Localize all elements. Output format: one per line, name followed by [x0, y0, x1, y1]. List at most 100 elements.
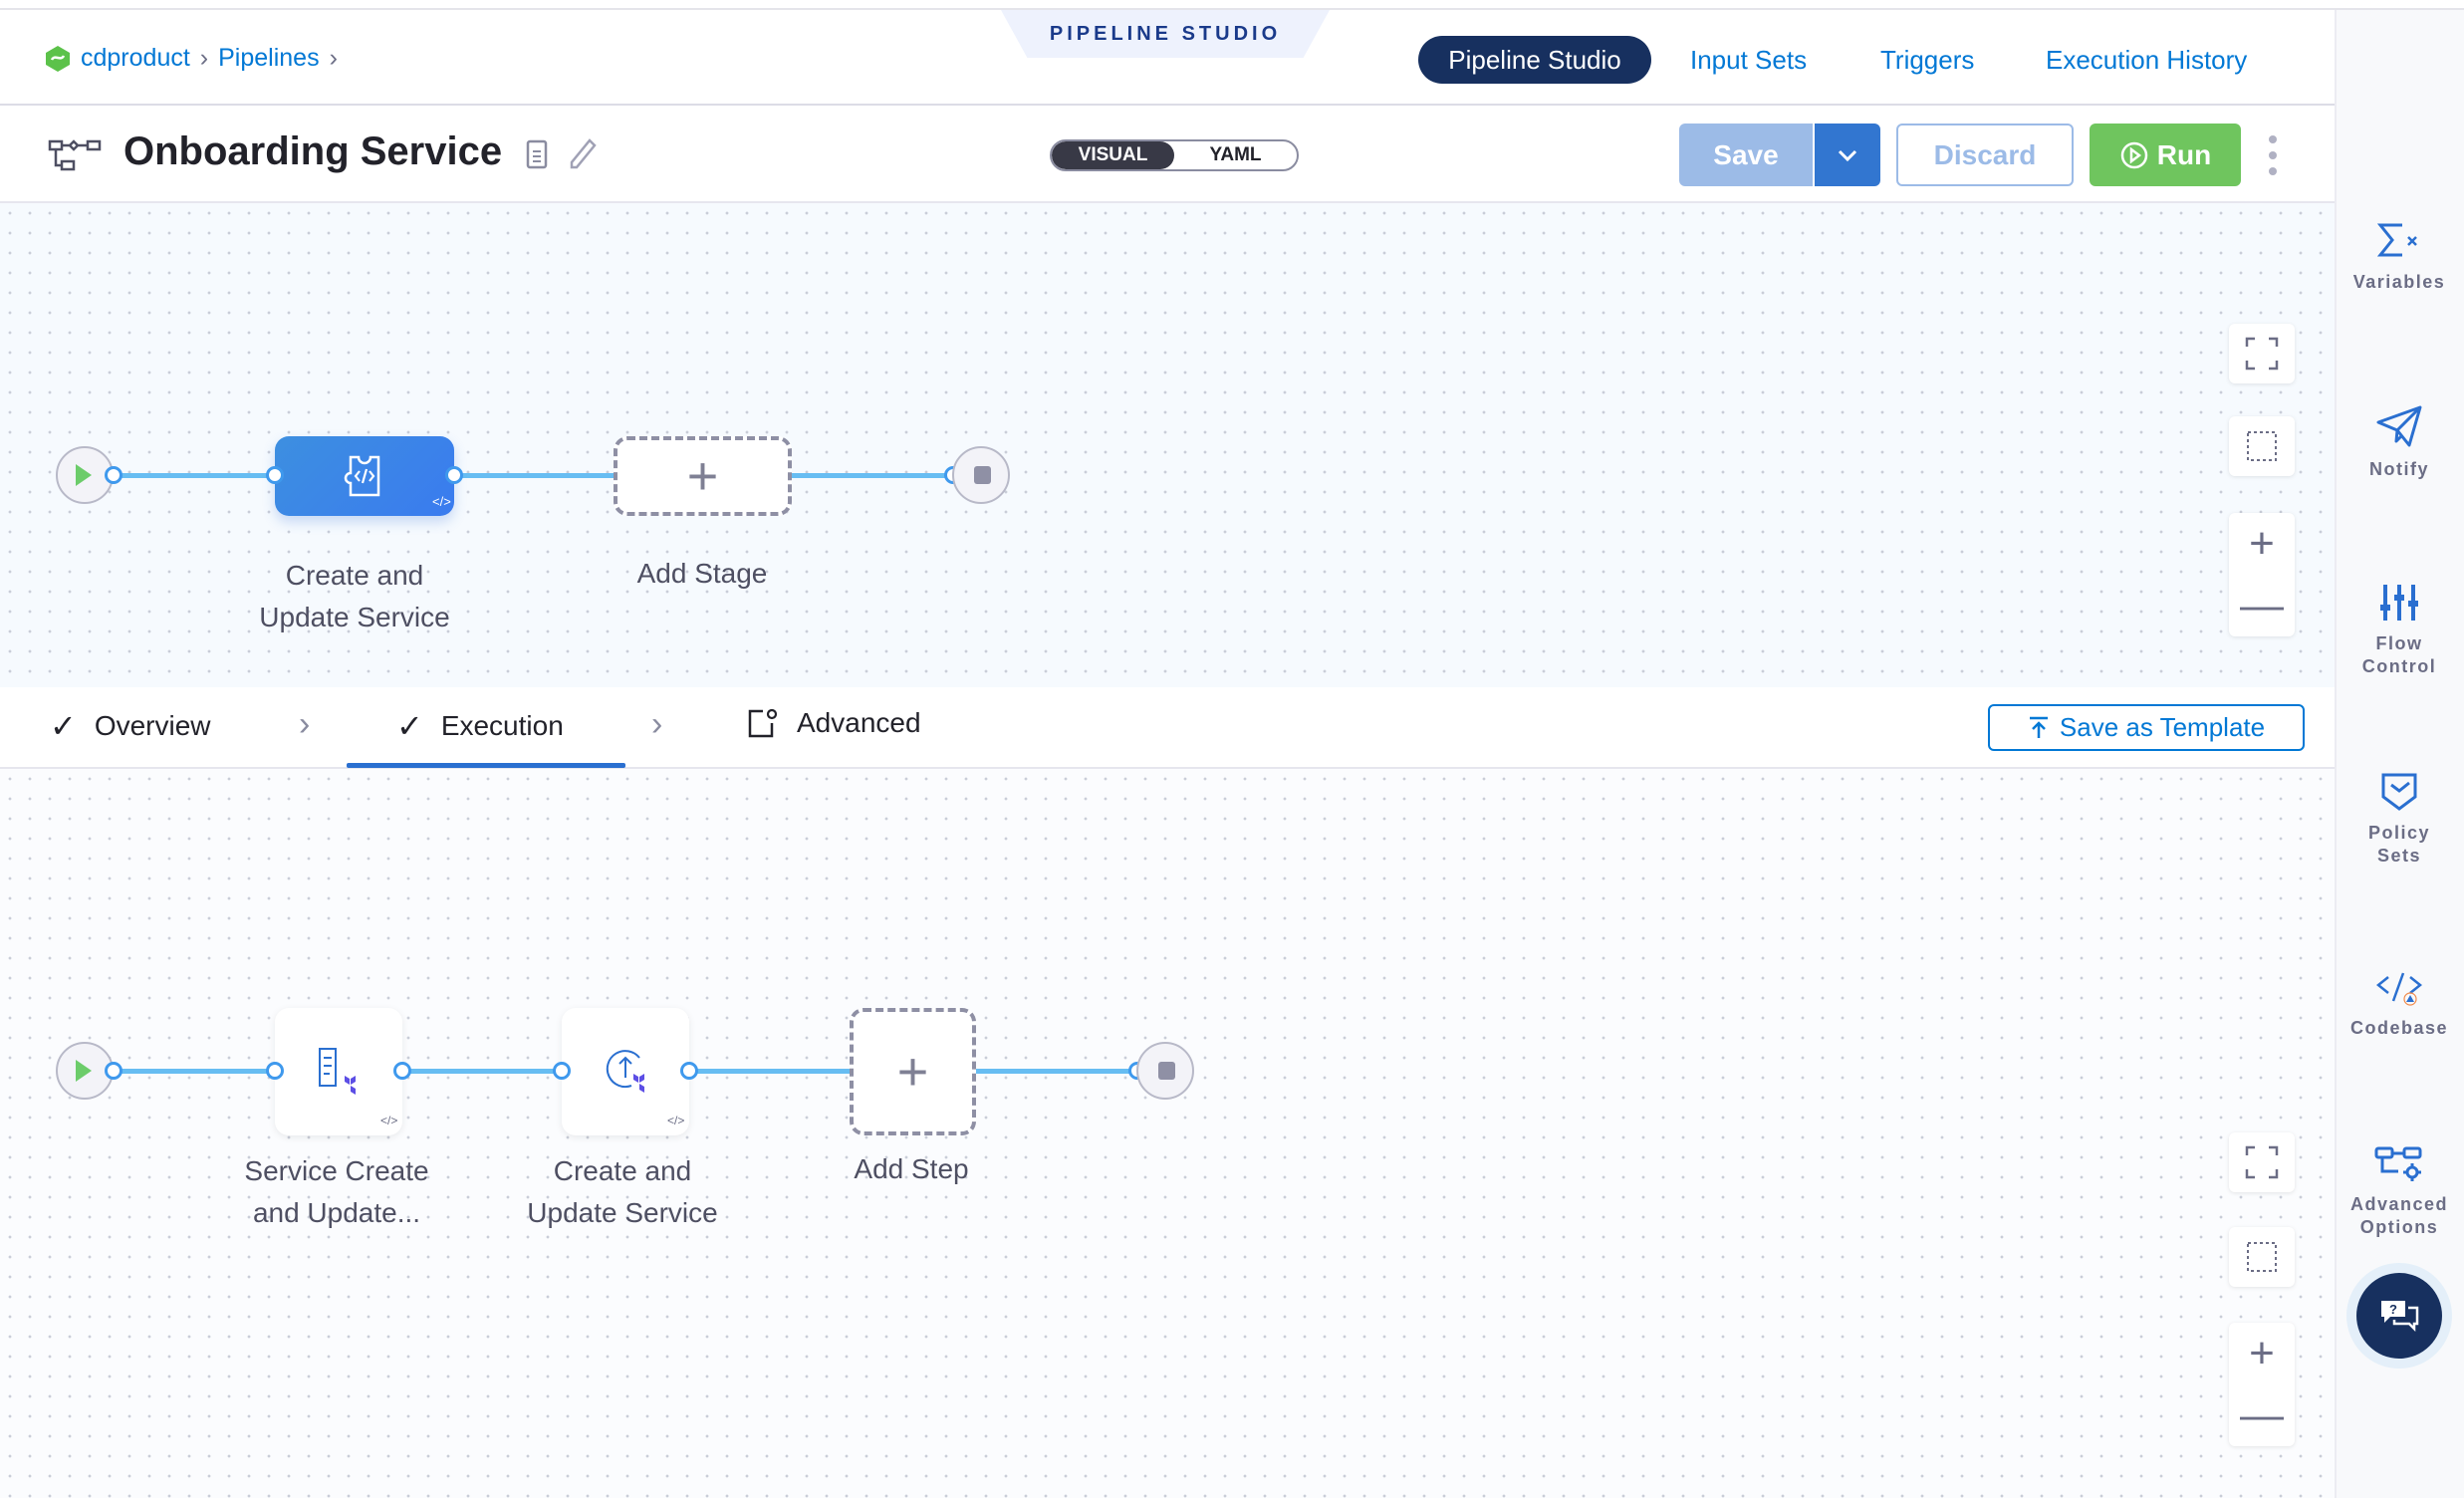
select-area-button[interactable] [2229, 1227, 2295, 1287]
add-stage-label: Add Stage [636, 558, 768, 589]
stop-icon [974, 466, 991, 484]
svg-text:?: ? [2389, 1302, 2397, 1317]
page-title: Onboarding Service [123, 129, 503, 173]
save-button[interactable]: Save [1679, 124, 1813, 186]
sliders-icon [2380, 585, 2418, 621]
step-node-service-create-and-update[interactable]: </> [275, 1008, 402, 1135]
marquee-icon [2247, 431, 2277, 461]
add-stage-button[interactable]: + [614, 436, 792, 516]
edge [792, 473, 953, 478]
window-top [0, 0, 2464, 10]
edge [976, 1069, 1137, 1074]
plus-icon: + [896, 1042, 929, 1102]
active-tab-indicator [347, 763, 625, 768]
zoom-in-button[interactable]: + [2249, 1329, 2275, 1377]
zoom-controls: +— [2229, 513, 2295, 636]
port [393, 1062, 411, 1080]
project-icon [46, 45, 70, 72]
code-icon [2376, 972, 2422, 1006]
toggle-visual[interactable]: VISUAL [1052, 141, 1174, 169]
chevron-right-icon: › [299, 705, 311, 743]
play-icon [76, 464, 92, 486]
port [266, 1062, 284, 1080]
port [445, 466, 463, 484]
select-area-button[interactable] [2229, 416, 2295, 476]
variables-icon [2376, 223, 2417, 257]
save-options-button[interactable] [1813, 124, 1880, 186]
edge [454, 473, 614, 478]
pipeline-icon [48, 139, 102, 171]
port [105, 1062, 123, 1080]
port [266, 466, 284, 484]
fit-to-screen-button[interactable] [2229, 1132, 2295, 1192]
execution-start-node [56, 1042, 114, 1100]
run-label: Run [2156, 138, 2212, 170]
edge [689, 1069, 850, 1074]
tab-execution-history[interactable]: Execution History [2046, 45, 2248, 75]
edge [114, 1069, 275, 1074]
chevron-right-icon: › [651, 705, 663, 743]
help-chat-button[interactable]: ? [2356, 1273, 2442, 1359]
advanced-settings-icon [748, 708, 778, 738]
play-circle-icon [2120, 141, 2148, 168]
port [105, 466, 123, 484]
custom-stage-icon [344, 455, 380, 497]
tab-advanced[interactable]: Advanced [747, 707, 921, 739]
check-icon: ✓ [50, 708, 77, 744]
edge [402, 1069, 562, 1074]
step-node-create-and-update-service[interactable]: </> [562, 1008, 689, 1135]
zoom-out-button[interactable]: — [2240, 581, 2284, 629]
tab-triggers[interactable]: Triggers [1880, 45, 1975, 75]
tab-overview[interactable]: ✓Overview [50, 708, 211, 744]
stage-node-create-and-update-service[interactable]: </> [275, 436, 454, 516]
sidebar-item-variables[interactable]: Variables [2335, 221, 2464, 294]
fit-to-screen-button[interactable] [2229, 324, 2295, 383]
zoom-controls: +— [2229, 1323, 2295, 1446]
tab-pipeline-studio[interactable]: Pipeline Studio [1418, 36, 1651, 84]
terraform-apply-icon [606, 1050, 644, 1093]
zoom-in-button[interactable]: + [2249, 519, 2275, 568]
sidebar-item-codebase[interactable]: Codebase [2335, 971, 2464, 1040]
right-sidebar [2335, 10, 2464, 1498]
port [680, 1062, 698, 1080]
upload-icon [2029, 716, 2048, 738]
breadcrumb-separator: › [329, 44, 338, 72]
add-step-button[interactable]: + [850, 1008, 976, 1135]
more-options-icon[interactable] [2263, 135, 2283, 175]
help-chat-icon: ? [2381, 1301, 2419, 1333]
toggle-yaml[interactable]: YAML [1209, 144, 1262, 165]
notes-icon[interactable] [526, 139, 548, 169]
yaml-code-icon: </> [432, 494, 451, 509]
paper-plane-icon [2376, 405, 2422, 447]
port [553, 1062, 571, 1080]
pipeline-start-node [56, 446, 114, 504]
tab-execution[interactable]: ✓Execution [396, 708, 564, 744]
discard-button[interactable]: Discard [1896, 124, 2074, 186]
breadcrumb-project[interactable]: cdproduct [81, 44, 190, 72]
fullscreen-icon [2245, 1145, 2279, 1179]
run-button[interactable]: Run [2090, 124, 2241, 186]
stop-icon [1158, 1062, 1175, 1080]
marquee-icon [2247, 1242, 2277, 1272]
save-as-template-button[interactable]: Save as Template [1988, 704, 2305, 751]
tab-input-sets[interactable]: Input Sets [1690, 45, 1808, 75]
breadcrumb-pipelines[interactable]: Pipelines [218, 44, 320, 72]
advanced-options-icon [2374, 1146, 2422, 1181]
execution-end-node [1136, 1042, 1194, 1100]
zoom-out-button[interactable]: — [2240, 1390, 2284, 1439]
edit-icon[interactable] [568, 137, 598, 171]
stage-tabbar [0, 687, 2335, 769]
breadcrumb: cdproduct › Pipelines › [45, 44, 338, 73]
yaml-code-icon: </> [380, 1114, 398, 1127]
fullscreen-icon [2245, 337, 2279, 371]
sidebar-item-notify[interactable]: Notify [2335, 404, 2464, 481]
yaml-code-icon: </> [667, 1114, 685, 1127]
view-toggle[interactable]: VISUAL YAML [1050, 139, 1299, 171]
play-icon [76, 1060, 92, 1082]
